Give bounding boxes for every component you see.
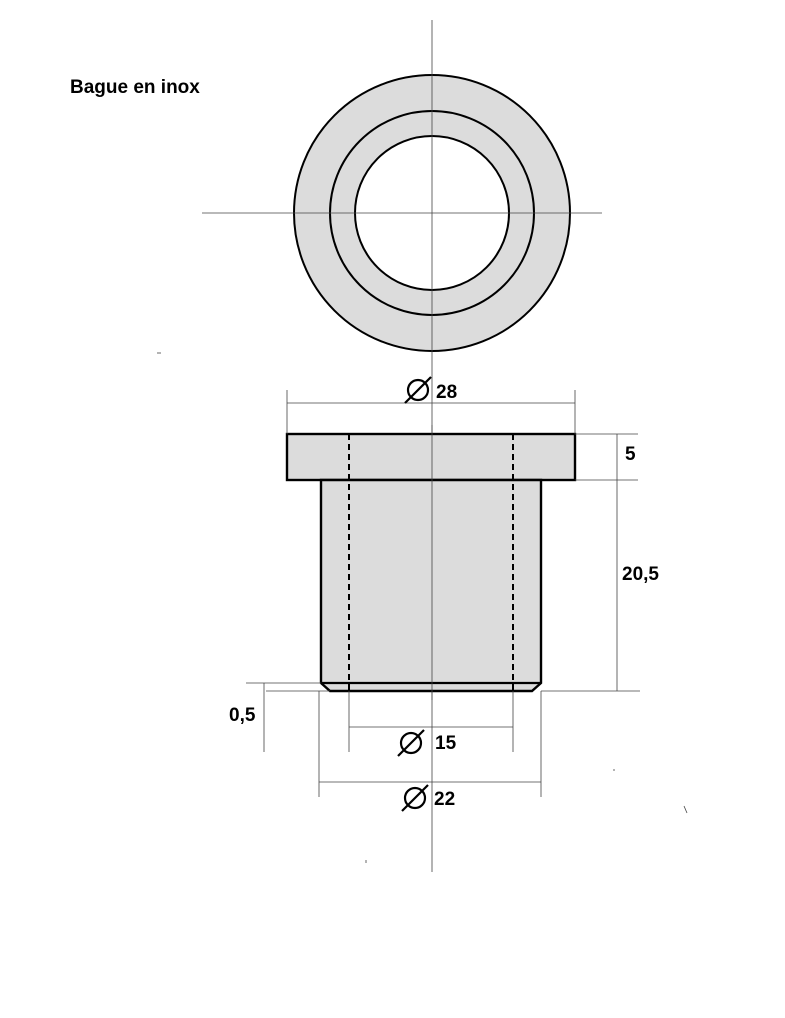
dimension-chamfer: 0,5: [229, 682, 330, 752]
stray-mark: [683, 805, 688, 814]
dimension-flange-height: 5: [575, 433, 638, 481]
dimension-bore-diameter: 15: [348, 691, 514, 757]
body-height-label: 20,5: [622, 564, 659, 585]
outer-diameter-label: 28: [436, 382, 457, 403]
diameter-symbol-icon: [397, 729, 425, 757]
diameter-symbol-icon: [404, 376, 432, 404]
body-diameter-label: 22: [434, 789, 455, 810]
drawing-title: Bague en inox: [70, 77, 200, 98]
dimension-body-height: 20,5: [541, 480, 659, 692]
bore-diameter-label: 15: [435, 733, 457, 754]
diameter-symbol-icon: [401, 784, 429, 812]
top-view: [202, 74, 602, 352]
flange-height-label: 5: [625, 444, 636, 465]
body: [319, 478, 543, 693]
chamfer-label: 0,5: [229, 705, 256, 726]
dimension-outer-diameter: 28: [286, 376, 576, 434]
dimension-body-diameter: 22: [318, 691, 542, 812]
flange: [285, 432, 577, 482]
side-view: [285, 425, 577, 700]
